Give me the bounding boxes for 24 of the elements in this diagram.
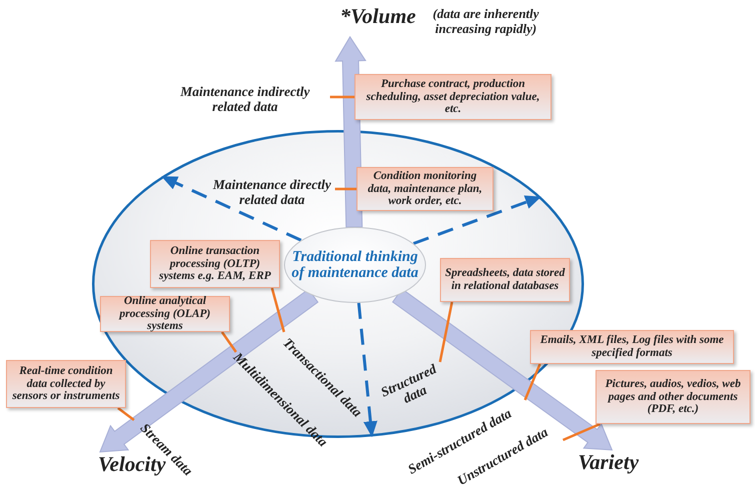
leader-line [438, 302, 454, 362]
data-category-box: Pictures, audios, vedios, web pages and other documents (PDF, etc.) [596, 370, 750, 424]
axis-label: Maintenance directly related data [202, 178, 342, 208]
leader-line [220, 331, 238, 353]
dashed-arrow [161, 176, 302, 242]
leader-line [524, 364, 542, 400]
dashed-arrow [357, 302, 378, 438]
leader-line [335, 188, 357, 190]
axis-label: Maintenance indirectly related data [160, 85, 330, 115]
axis-title: Variety [578, 450, 639, 475]
data-category-box: Online transaction processing (OLTP) systems e.g. EAM, ERP [150, 240, 280, 288]
leader-line [330, 96, 355, 98]
axis-title: *Volume [340, 4, 416, 28]
data-category-box: Online analytical processing (OLAP) systems [100, 296, 230, 332]
axis-note: (data are inherently increasing rapidly) [432, 7, 540, 37]
data-category-box: Spreadsheets, data stored in relational databases [440, 258, 570, 302]
data-category-box: Emails, XML files, Log files with some specified formats [530, 330, 734, 364]
leader-line [117, 407, 135, 421]
data-category-box: Purchase contract, production scheduling, asset depreciation value, etc. [354, 74, 552, 120]
data-category-box: Real-time condition data collected by sensors or instruments [6, 360, 126, 408]
data-category-box: Condition monitoring data, maintenance plan, work order, etc. [356, 167, 494, 211]
axis-arrow [334, 36, 366, 228]
leader-line [562, 422, 600, 442]
dashed-arrow [413, 196, 542, 245]
